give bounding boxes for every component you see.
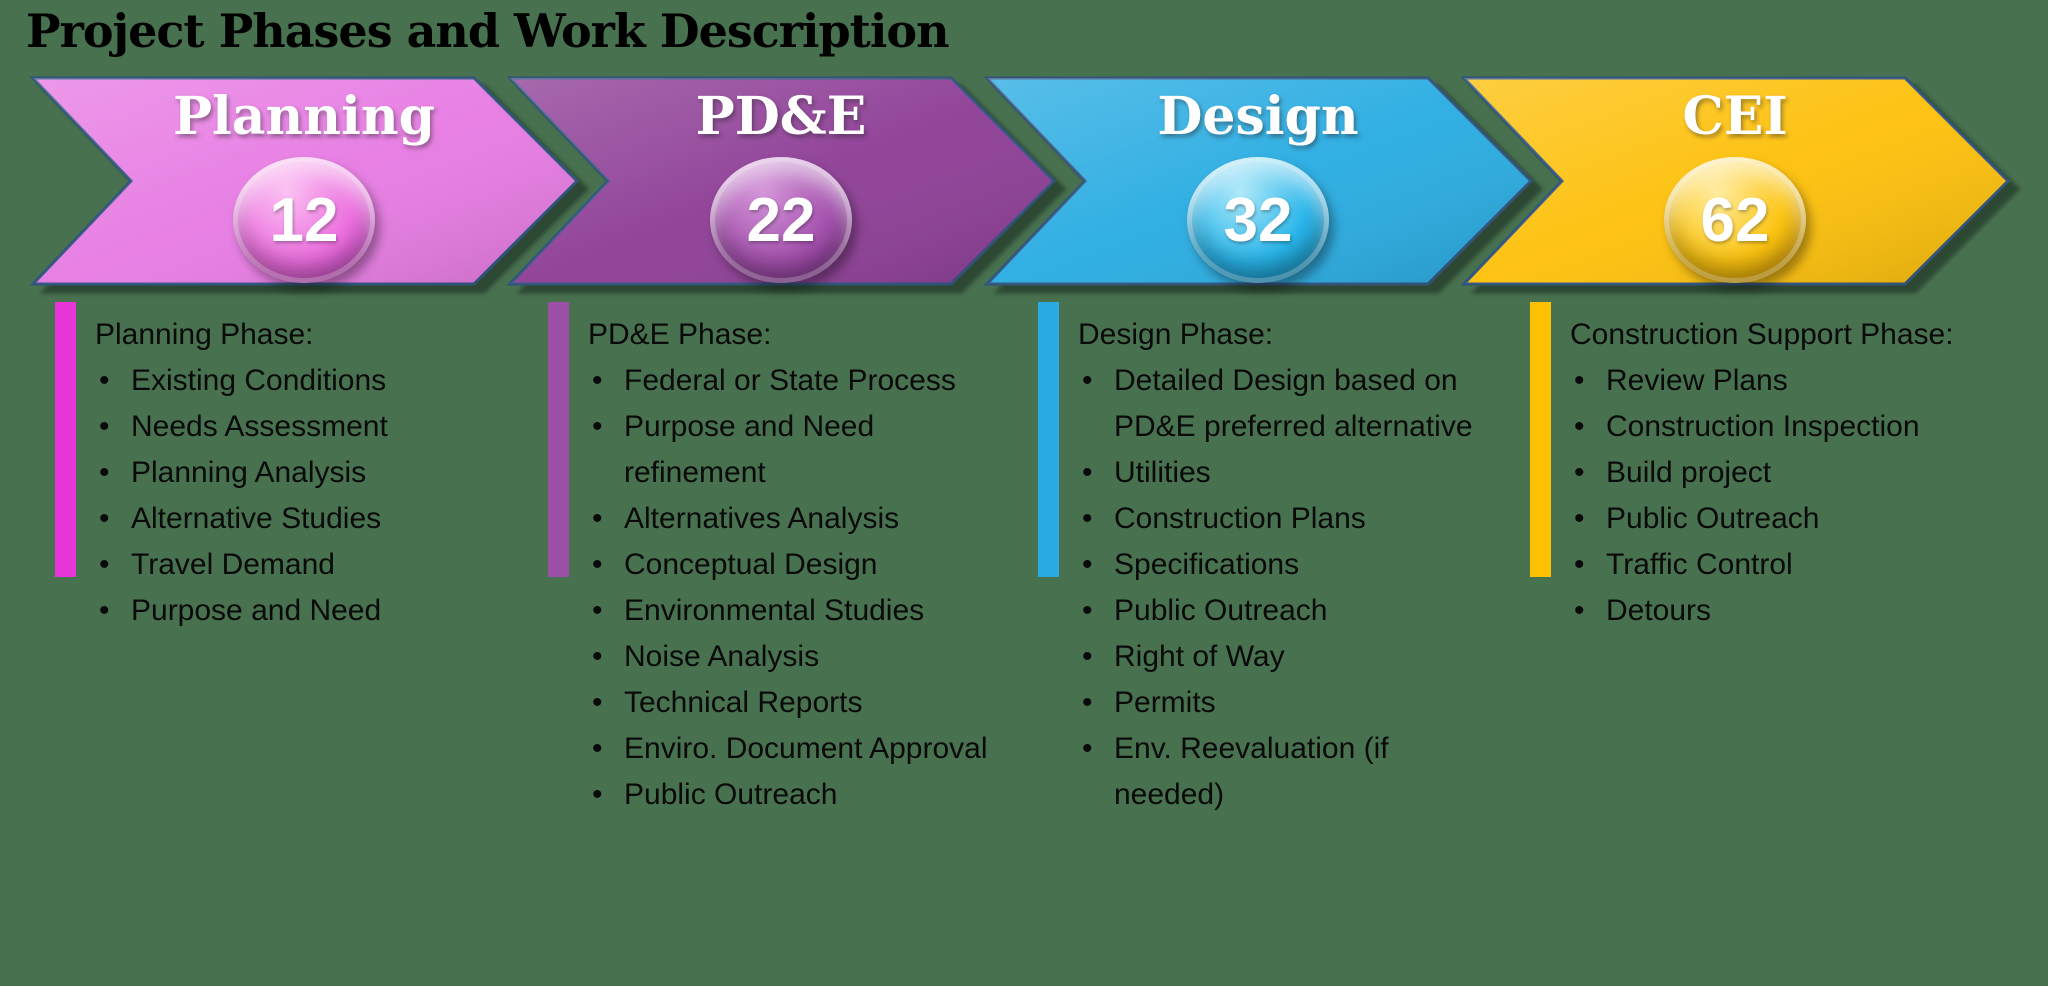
phase-duration-number: 22 [746,185,816,255]
list-item: Planning Analysis [95,450,525,496]
column-text: Design Phase: Detailed Design based on P… [1078,312,1488,818]
list-item: Public Outreach [1078,588,1488,634]
column-heading: PD&E Phase: [588,318,772,351]
list-item: Existing Conditions [95,358,525,404]
list-item: Construction Inspection [1570,404,2048,450]
list-item: Conceptual Design [588,542,1018,588]
list-item: Purpose and Need refinement [588,404,1018,496]
phase-name: Design [1157,86,1359,147]
list-item: Environmental Studies [588,588,1018,634]
phase-arrow: CEI 62 [1461,75,2011,287]
list-item: Public Outreach [588,772,1018,818]
list-item: Env. Reevaluation (if needed) [1078,726,1488,818]
column-heading: Planning Phase: [95,318,314,351]
list-item: Alternative Studies [95,496,525,542]
list-item: Specifications [1078,542,1488,588]
list-item: Right of Way [1078,634,1488,680]
list-item: Utilities [1078,450,1488,496]
phase-arrow: Design 32 [984,75,1534,287]
phase-name: CEI [1682,86,1788,147]
phase-arrow: Planning 12 [30,75,580,287]
list-item: Detours [1570,588,2048,634]
list-item: Enviro. Document Approval [588,726,1018,772]
column-accent-bar [1530,302,1551,577]
column-bullet-list: Detailed Design based on PD&E preferred … [1078,358,1488,818]
phase-duration-number: 32 [1223,185,1293,255]
list-item: Construction Plans [1078,496,1488,542]
column-text: Planning Phase: Existing ConditionsNeeds… [95,312,525,634]
phase-name: Planning [172,86,436,147]
column-heading: Design Phase: [1078,318,1274,351]
phase-duration-number: 62 [1700,185,1770,255]
phase-duration-badge: 62 [1664,157,1806,283]
column-accent-bar [55,302,76,577]
list-item: Public Outreach [1570,496,2048,542]
list-item: Federal or State Process [588,358,1018,404]
column-accent-bar [1038,302,1059,577]
column-bullet-list: Existing ConditionsNeeds AssessmentPlann… [95,358,525,634]
phase-arrow: PD&E 22 [507,75,1057,287]
column-heading: Construction Support Phase: [1570,318,1954,351]
phase-duration-badge: 22 [710,157,852,283]
list-item: Detailed Design based on PD&E preferred … [1078,358,1488,450]
list-item: Permits [1078,680,1488,726]
list-item: Alternatives Analysis [588,496,1018,542]
phase-duration-number: 12 [269,185,339,255]
phase-duration-badge: 12 [233,157,375,283]
column-text: Construction Support Phase: Review Plans… [1570,312,2048,634]
list-item: Needs Assessment [95,404,525,450]
phase-duration-badge: 32 [1187,157,1329,283]
list-item: Traffic Control [1570,542,2048,588]
list-item: Review Plans [1570,358,2048,404]
list-item: Travel Demand [95,542,525,588]
phase-name: PD&E [695,86,867,147]
column-accent-bar [548,302,569,577]
list-item: Noise Analysis [588,634,1018,680]
column-text: PD&E Phase: Federal or State ProcessPurp… [588,312,1018,818]
column-bullet-list: Review PlansConstruction InspectionBuild… [1570,358,2048,634]
page-title: Project Phases and Work Description [26,4,950,58]
list-item: Purpose and Need [95,588,525,634]
column-bullet-list: Federal or State ProcessPurpose and Need… [588,358,1018,818]
list-item: Build project [1570,450,2048,496]
list-item: Technical Reports [588,680,1018,726]
